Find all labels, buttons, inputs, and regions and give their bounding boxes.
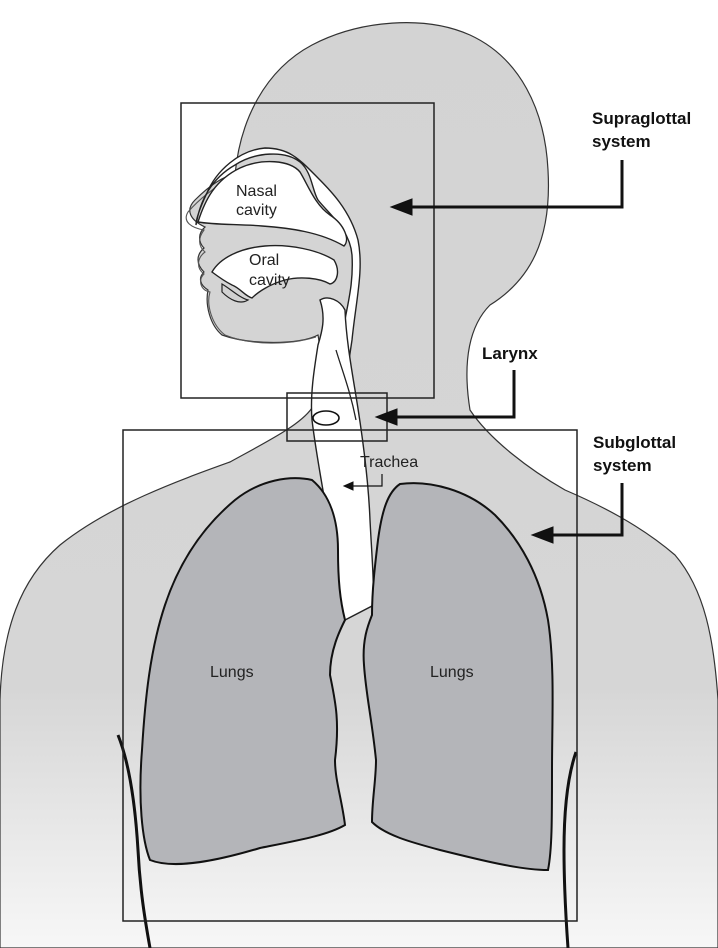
trachea-label: Trachea (360, 454, 418, 471)
supraglottal-label-line2: system (592, 132, 651, 151)
larynx-shape (313, 411, 339, 425)
larynx-label: Larynx (482, 344, 538, 363)
subglottal-label-line2: system (593, 456, 652, 475)
right-lungs-label: Lungs (430, 664, 474, 681)
left-lungs-label: Lungs (210, 664, 254, 681)
oral-cavity-label-line1: Oral (249, 252, 279, 269)
oral-cavity-label-line2: cavity (249, 272, 290, 289)
supraglottal-label-line1: Supraglottal (592, 109, 691, 128)
nasal-cavity-label-line2: cavity (236, 202, 277, 219)
nasal-cavity-label-line1: Nasal (236, 183, 277, 200)
subglottal-label-line1: Subglottal (593, 433, 676, 452)
